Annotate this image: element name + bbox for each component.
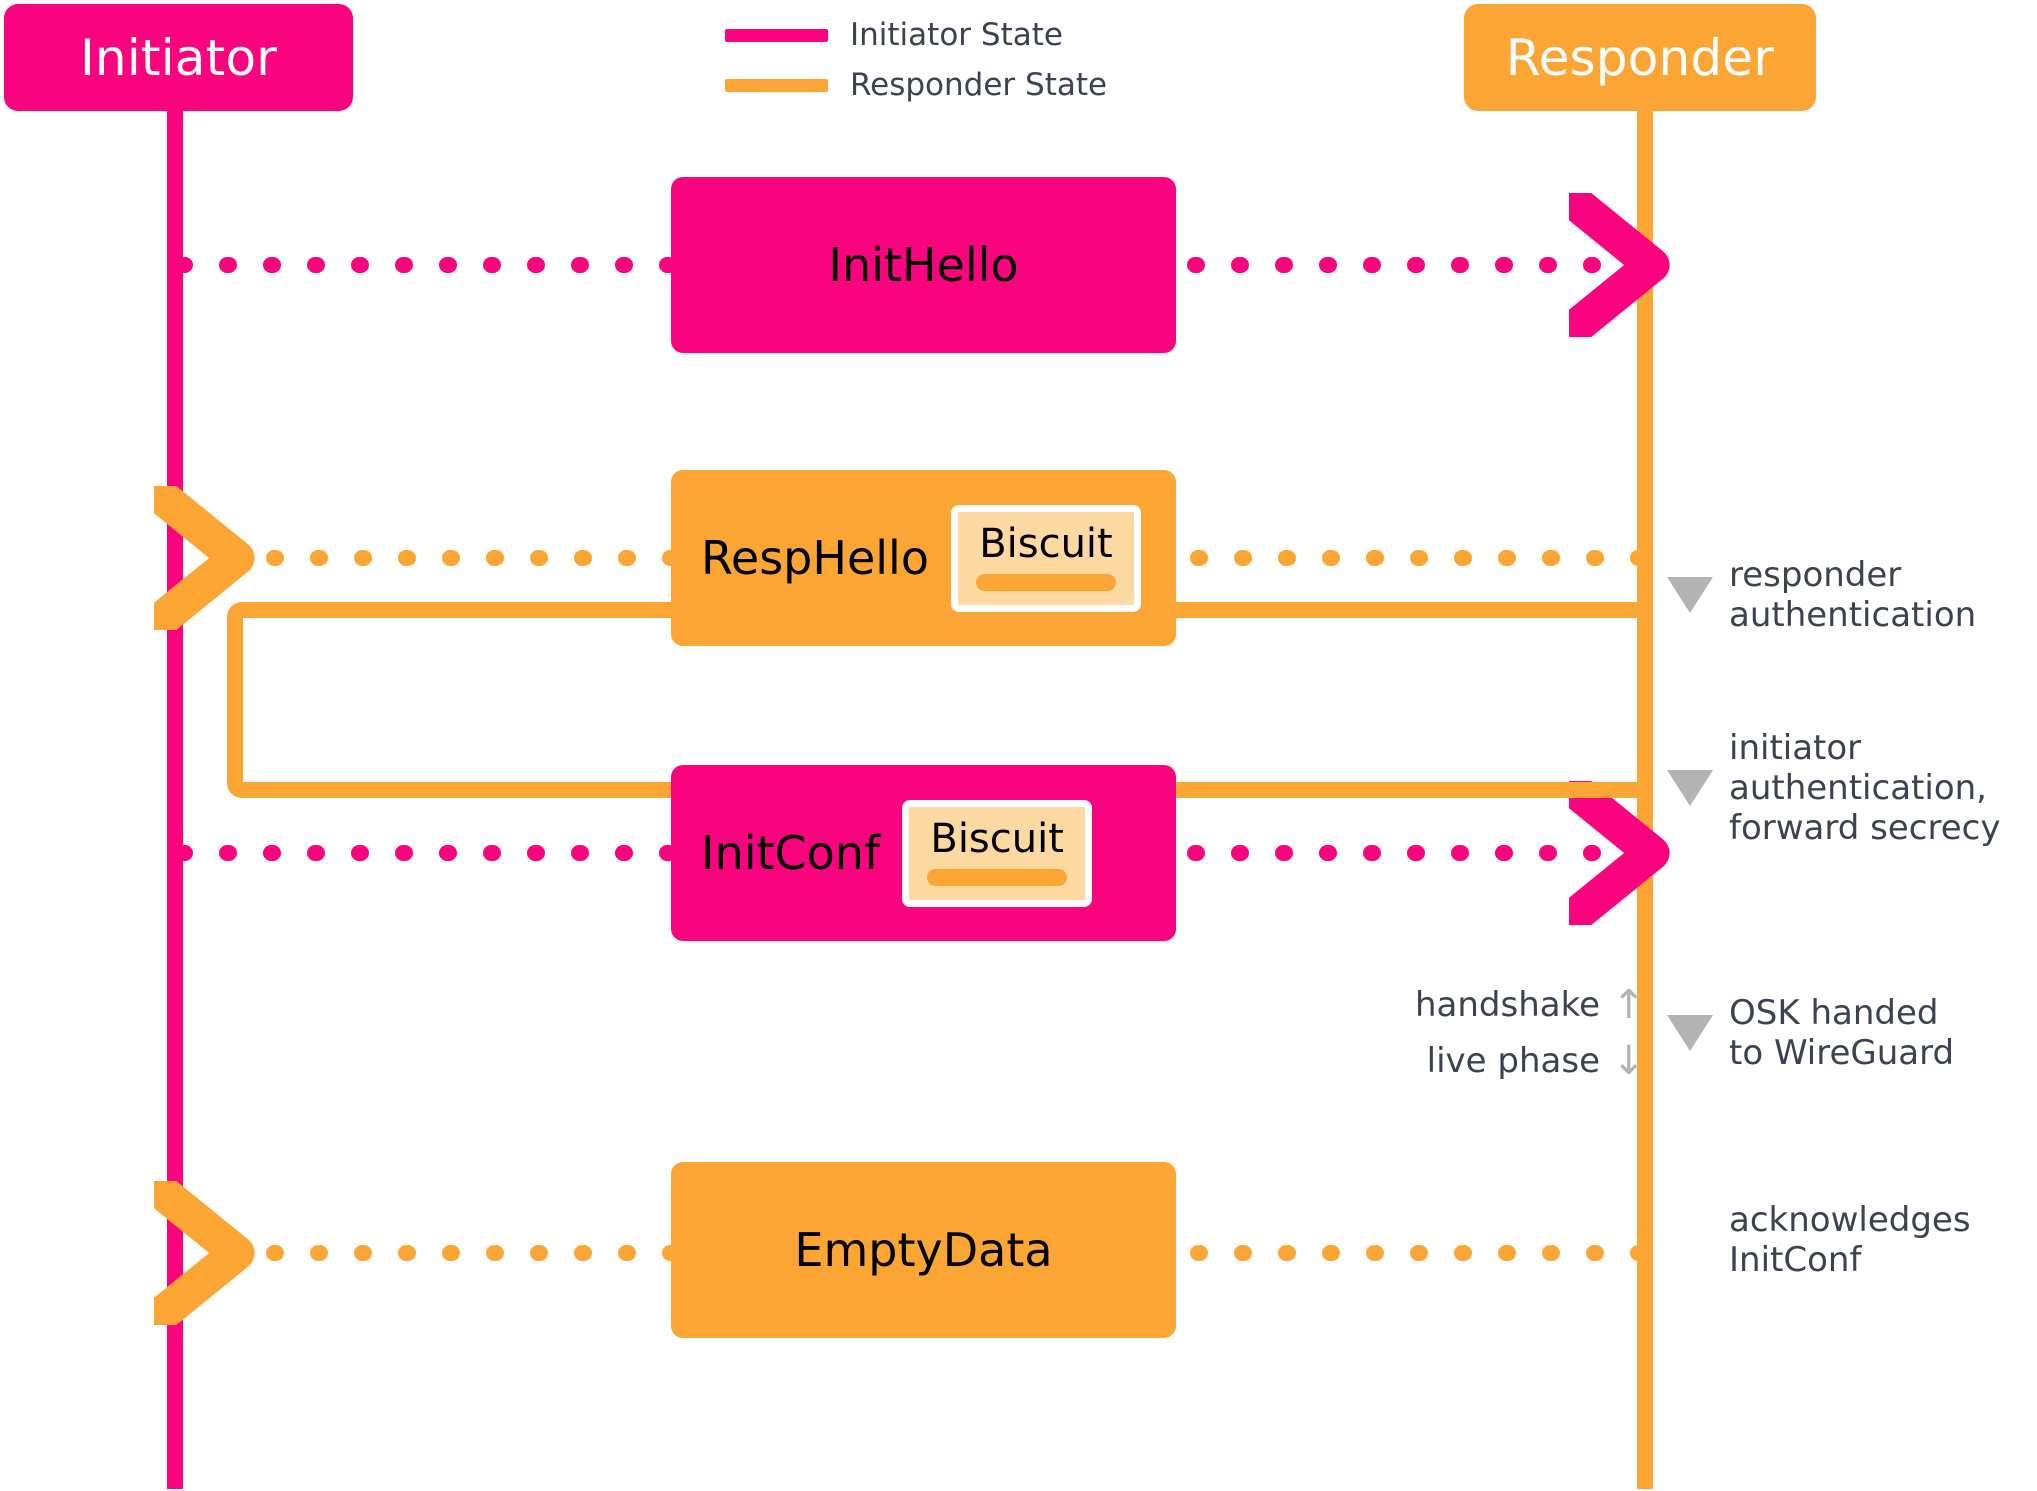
pink-bar-swatch-icon [725, 28, 828, 42]
annotation-initiator-authentication: initiator authentication, forward secrec… [1667, 728, 2000, 848]
legend-label-initiator-state: Initiator State [850, 16, 1063, 53]
message-label-inithello: InitHello [828, 238, 1019, 292]
message-box-resphello[interactable]: RespHello Biscuit [671, 470, 1176, 646]
biscuit-bar-icon [927, 868, 1068, 886]
state-path-resphello-to-initconf [227, 602, 671, 798]
up-arrow-icon: ↑ [1612, 982, 1646, 1028]
participant-responder-label: Responder [1505, 28, 1775, 87]
message-box-inithello[interactable]: InitHello [671, 177, 1176, 353]
annotation-text: responder authentication [1729, 555, 1977, 636]
down-triangle-icon [1667, 577, 1713, 614]
down-arrow-icon: ↓ [1612, 1038, 1646, 1084]
biscuit-label: Biscuit [979, 520, 1113, 567]
biscuit-bar-icon [975, 573, 1116, 591]
down-triangle-icon [1667, 1015, 1713, 1052]
phase-labels: handshake ↑ live phase ↓ [1370, 982, 1646, 1084]
phase-live: live phase ↓ [1370, 1038, 1646, 1084]
biscuit-badge-resphello[interactable]: Biscuit [950, 504, 1141, 612]
down-triangle-icon [1667, 770, 1713, 807]
legend-item-initiator-state: Initiator State [725, 18, 1107, 52]
message-label-emptydata: EmptyData [794, 1223, 1053, 1277]
biscuit-badge-initconf[interactable]: Biscuit [902, 799, 1093, 907]
participant-responder[interactable]: Responder [1464, 4, 1816, 111]
annotation-text: initiator authentication, forward secrec… [1729, 728, 2001, 849]
annotation-osk-handed-to-wireguard: OSK handed to WireGuard [1667, 993, 1954, 1073]
annotation-text: OSK handed to WireGuard [1729, 993, 1955, 1074]
legend-item-responder-state: Responder State [725, 68, 1107, 102]
orange-bar-swatch-icon [725, 78, 828, 92]
annotation-acknowledges-initconf: acknowledges InitConf [1667, 1200, 1971, 1280]
phase-label: handshake [1414, 985, 1600, 1025]
message-box-emptydata[interactable]: EmptyData [671, 1162, 1176, 1338]
biscuit-label: Biscuit [930, 815, 1064, 862]
message-label-resphello: RespHello [701, 531, 929, 585]
annotation-responder-authentication: responder authentication [1667, 555, 1976, 635]
legend: Initiator State Responder State [725, 18, 1107, 102]
annotation-text: acknowledges InitConf [1729, 1200, 1971, 1281]
phase-handshake: handshake ↑ [1370, 982, 1646, 1028]
participant-initiator-label: Initiator [79, 28, 277, 87]
participant-initiator[interactable]: Initiator [4, 4, 353, 111]
message-box-initconf[interactable]: InitConf Biscuit [671, 765, 1176, 941]
message-label-initconf: InitConf [701, 826, 881, 880]
phase-label: live phase [1426, 1041, 1600, 1081]
legend-label-responder-state: Responder State [850, 66, 1108, 103]
triangle-spacer [1667, 1222, 1713, 1258]
